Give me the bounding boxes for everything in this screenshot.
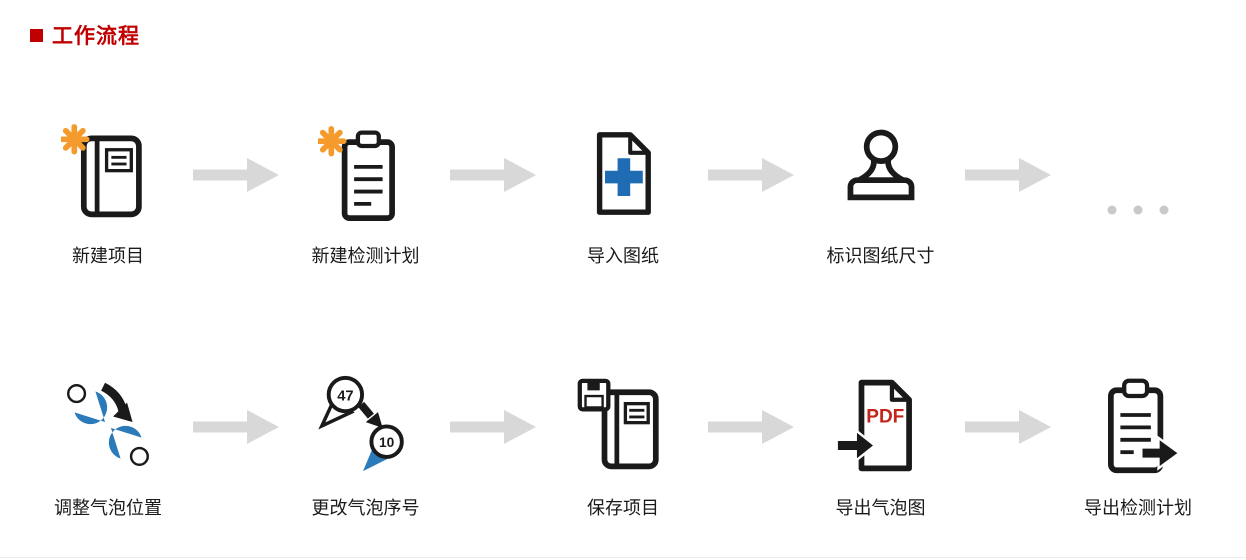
new-asterisk-icon xyxy=(60,123,89,154)
flow-arrow xyxy=(703,364,801,446)
icon-box xyxy=(578,112,668,234)
step-mark-drawing-size: 标识图纸尺寸 xyxy=(801,112,961,266)
step-new-inspection-plan: 新建检测计划 xyxy=(286,112,446,266)
step-new-project: 新建项目 xyxy=(28,112,188,266)
flow-arrow xyxy=(703,112,801,194)
section-title: 工作流程 xyxy=(52,25,140,48)
icon-box xyxy=(54,364,162,486)
step-adjust-bubble-position: 调整气泡位置 xyxy=(28,364,188,518)
step-label: 标识图纸尺寸 xyxy=(826,246,935,266)
flow-arrow xyxy=(188,112,286,194)
right-arrow-icon xyxy=(965,158,1052,192)
plus-icon xyxy=(605,157,643,196)
export-inspection-plan-icon xyxy=(1108,378,1182,473)
right-arrow-icon xyxy=(707,410,794,444)
right-arrow-icon xyxy=(192,410,279,444)
bubble-number-top: 47 xyxy=(337,388,353,404)
new-project-icon xyxy=(60,123,142,217)
right-arrow-icon xyxy=(192,158,279,192)
right-arrow-icon xyxy=(965,410,1052,444)
step-export-inspection-plan: 导出检测计划 xyxy=(1058,364,1218,518)
section-header: 工作流程 xyxy=(30,20,140,50)
step-export-bubble-drawing: PDF 导出气泡图 xyxy=(801,364,961,518)
icon-box xyxy=(576,364,671,486)
flow-arrow xyxy=(188,364,286,446)
step-label: 更改气泡序号 xyxy=(311,498,420,518)
flow-row-1: 新建项目 xyxy=(28,112,1218,266)
step-more xyxy=(1058,112,1218,264)
stamp-icon xyxy=(847,129,914,200)
workflow-diagram: 新建项目 xyxy=(28,112,1218,518)
step-change-bubble-number: 47 10 更改气泡序号 xyxy=(286,364,446,518)
export-arrow-icon xyxy=(1140,435,1182,471)
icon-box xyxy=(1088,364,1188,486)
icon-box xyxy=(60,112,156,234)
icon-box xyxy=(1103,112,1173,234)
step-save-project: 保存项目 xyxy=(543,364,703,518)
adjust-bubble-position-icon xyxy=(67,382,149,466)
flow-arrow xyxy=(961,112,1059,194)
renumber-arrow-icon xyxy=(357,401,383,428)
icon-box xyxy=(831,112,931,234)
step-label: 新建检测计划 xyxy=(311,246,420,266)
bubble-number-bottom: 10 xyxy=(378,435,394,450)
export-arrow-icon xyxy=(835,427,877,463)
step-label: 导入图纸 xyxy=(587,246,659,266)
flow-arrow xyxy=(961,364,1059,446)
export-pdf-icon: PDF xyxy=(835,379,912,471)
move-arrow-icon xyxy=(100,382,133,423)
right-arrow-icon xyxy=(450,158,537,192)
floppy-icon xyxy=(577,378,610,411)
ellipsis-icon xyxy=(1107,205,1169,215)
step-label: 新建项目 xyxy=(72,246,144,266)
import-drawing-icon xyxy=(596,131,651,215)
change-bubble-number-icon: 47 10 xyxy=(317,375,404,472)
step-label: 导出检测计划 xyxy=(1084,498,1192,518)
new-asterisk-icon xyxy=(318,125,347,156)
flow-arrow xyxy=(446,112,544,194)
right-arrow-icon xyxy=(450,410,537,444)
icon-box xyxy=(318,112,413,234)
flow-row-2: 调整气泡位置 47 xyxy=(28,364,1218,518)
right-arrow-icon xyxy=(707,158,794,192)
step-import-drawing: 导入图纸 xyxy=(543,112,703,266)
step-label: 保存项目 xyxy=(587,498,659,518)
step-label: 导出气泡图 xyxy=(835,498,926,518)
flow-arrow xyxy=(446,364,544,446)
icon-box: PDF xyxy=(831,364,931,486)
pdf-badge: PDF xyxy=(866,406,904,427)
new-inspection-plan-icon xyxy=(318,125,395,221)
save-project-icon xyxy=(577,378,659,469)
step-label: 调整气泡位置 xyxy=(54,498,162,518)
icon-box: 47 10 xyxy=(312,364,420,486)
section-bullet-icon xyxy=(30,28,43,42)
bottom-divider xyxy=(0,557,1246,558)
